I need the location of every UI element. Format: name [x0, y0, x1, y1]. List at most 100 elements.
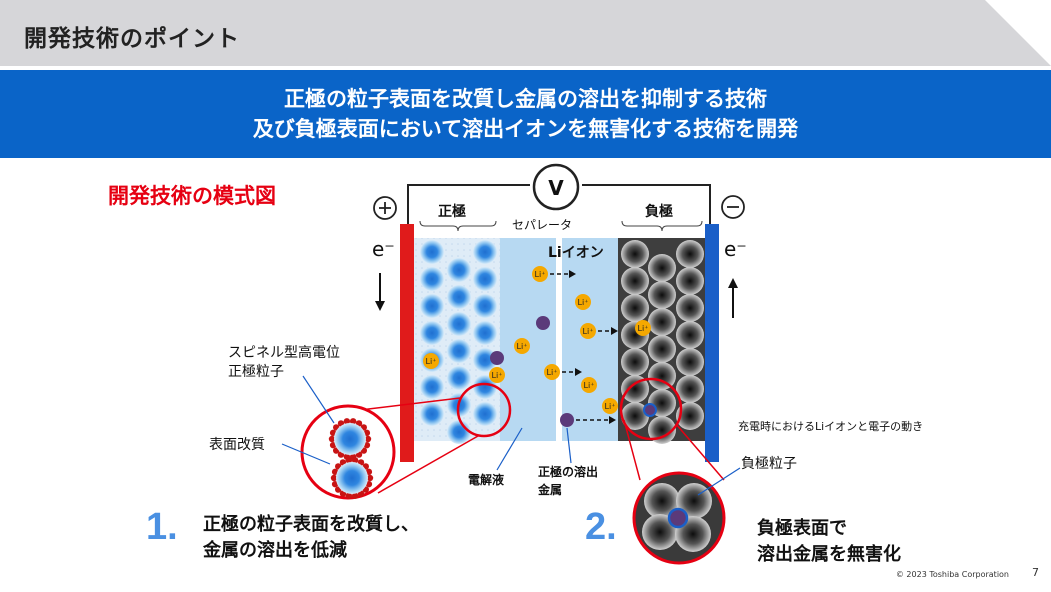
copyright: © 2023 Toshiba Corporation — [895, 570, 1009, 579]
point-2-line-1: 負極表面で — [757, 518, 847, 539]
electrolyte-label: 電解液 — [468, 472, 504, 487]
anode-particle — [676, 402, 704, 430]
metal-ion-icon — [490, 351, 504, 365]
anode-label: 負極 — [645, 203, 673, 220]
anode-particle — [621, 348, 649, 376]
banner-line-1: 正極の粒子表面を改質し金属の溶出を抑制する技術 — [284, 87, 767, 111]
cathode-particle — [473, 321, 497, 345]
summary-banner: 正極の粒子表面を改質し金属の溶出を抑制する技術 及び負極表面において溶出イオンを… — [0, 70, 1051, 158]
spinel-pointer — [302, 375, 335, 424]
point-1: 正極の粒子表面を改質し、 金属の溶出を低減 — [203, 512, 419, 564]
metal-arrow-head — [609, 416, 616, 424]
anode-particle — [676, 267, 704, 295]
metal-ion-icon — [536, 316, 550, 330]
cathode-particle — [447, 420, 471, 444]
cathode-particle — [420, 321, 444, 345]
electrolyte-pointer — [496, 427, 523, 471]
anode-particle — [676, 294, 704, 322]
cathode-particle — [420, 267, 444, 291]
li-ion-icon — [580, 323, 596, 339]
zoom-line-b — [377, 435, 479, 494]
anode-particle-pointer — [697, 467, 741, 496]
surface-coating-dot — [343, 418, 351, 425]
cathode-highlight-circle — [456, 382, 512, 438]
cathode-label: 正極 — [438, 203, 466, 220]
anode-brace — [621, 220, 703, 232]
li-arrow-head — [611, 327, 618, 335]
external-circuit: V — [407, 163, 711, 235]
anode-particle-label: 負極粒子 — [741, 456, 797, 472]
li-ion-icon — [423, 353, 439, 369]
spinel-label-2: 正極粒子 — [228, 364, 284, 380]
electron-left-label: e⁻ — [372, 237, 395, 261]
li-ion-badge: Li⁺ — [578, 298, 589, 307]
anode-particle — [621, 294, 649, 322]
minus-terminal-icon — [721, 195, 745, 219]
charging-note: 充電時におけるLiイオンと電子の動き — [738, 419, 923, 433]
point-1-line-1: 正極の粒子表面を改質し、 — [203, 514, 419, 535]
point-2: 負極表面で 溶出金属を無害化 — [757, 516, 901, 568]
surface-coating-dot — [328, 435, 336, 443]
li-ion-badge: Li⁺ — [492, 371, 503, 380]
li-ion-icon — [514, 338, 530, 354]
li-ion-badge: Li⁺ — [517, 342, 528, 351]
metal-ion-icon — [560, 413, 574, 427]
li-ion-badge: Li⁺ — [638, 324, 649, 333]
cathode-particle — [447, 258, 471, 282]
anode-particle — [621, 375, 649, 403]
neutralized-metal-ion — [667, 507, 689, 529]
cathode-particle — [420, 402, 444, 426]
anode-particle — [648, 362, 676, 390]
li-ion-badge: Li⁺ — [547, 368, 558, 377]
anode-particle — [648, 335, 676, 363]
separator-label: セパレータ — [512, 218, 572, 232]
surface-mod-label: 表面改質 — [209, 437, 265, 453]
li-ion-icon — [602, 398, 618, 414]
electron-right-label: e⁻ — [724, 237, 747, 261]
zoomed-cathode-particle — [336, 462, 368, 494]
cathode-particle — [447, 312, 471, 336]
page-title: 開発技術のポイント — [24, 26, 240, 52]
li-ion-badge: Li⁺ — [605, 402, 616, 411]
cathode-particle — [420, 240, 444, 264]
zoomed-anode-particle — [644, 483, 680, 519]
li-ion-label: Liイオン — [548, 245, 604, 261]
diagram-label: 開発技術の模式図 — [108, 184, 276, 208]
dissolved-metal-pointer — [566, 427, 572, 464]
li-ion-icon — [489, 367, 505, 383]
cathode-particle — [473, 240, 497, 264]
anode-particle — [648, 254, 676, 282]
zoomed-anode-particle — [642, 514, 678, 550]
arrow-down-icon — [375, 273, 385, 311]
anode-particle — [676, 348, 704, 376]
banner-line-2: 及び負極表面において溶出イオンを無害化する技術を開発 — [252, 117, 799, 141]
title-bar — [0, 0, 1051, 66]
dissolved-metal-label-2: 金属 — [537, 482, 562, 497]
surface-coating-dot — [351, 492, 359, 499]
li-ion-badge: Li⁺ — [583, 327, 594, 336]
li-ion-icon — [532, 266, 548, 282]
anode-particle — [648, 416, 676, 444]
cathode-particle — [420, 294, 444, 318]
ions: Li⁺Li⁺Li⁺Li⁺Li⁺Li⁺Li⁺Li⁺Li⁺Li⁺ — [423, 266, 651, 427]
surface-coating-dot — [364, 435, 372, 443]
li-ion-icon — [581, 377, 597, 393]
cathode-collector — [400, 224, 414, 462]
cathode-particle — [473, 294, 497, 318]
surface-mod-pointer — [281, 443, 331, 465]
cathode-particle — [447, 285, 471, 309]
cathode-particle — [473, 402, 497, 426]
arrow-up-icon — [728, 278, 738, 318]
spinel-label-1: スピネル型高電位 — [228, 344, 340, 361]
cathode-particle — [420, 375, 444, 399]
anode-zoom — [632, 471, 726, 565]
page-number: 7 — [1032, 566, 1039, 579]
anode-particle — [648, 281, 676, 309]
cathode-particle — [447, 366, 471, 390]
surface-coating-dot — [366, 474, 374, 482]
battery-diagram: V e⁻ e⁻ 正極 負極 セパレータ Liイオン Li⁺ Li⁺ Li⁺ Li⁺ Li… — [209, 163, 923, 565]
surface-coating-dot — [330, 474, 338, 482]
surface-coating-dot — [351, 457, 359, 464]
plus-terminal-icon — [373, 196, 397, 220]
anode-particle — [621, 402, 649, 430]
